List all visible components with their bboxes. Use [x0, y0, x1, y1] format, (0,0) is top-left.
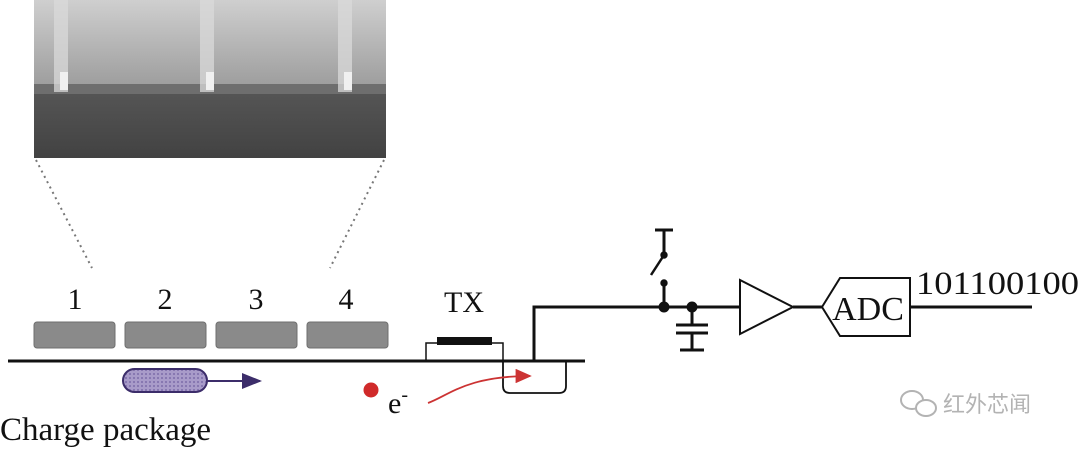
wechat-icon	[900, 390, 937, 417]
transfer-gate-label: TX	[444, 286, 484, 319]
reset-switch	[649, 228, 673, 313]
adc-block: ADC	[820, 277, 911, 337]
amplifier	[739, 278, 796, 336]
electron: e-	[363, 368, 532, 420]
sem-trench-features	[54, 0, 352, 92]
electron-path-arrow	[427, 368, 532, 404]
electrode-1	[33, 321, 116, 349]
adc-label: ADC	[832, 291, 904, 328]
electrode-labels: 1 2 3 4	[68, 283, 354, 316]
electron-dot	[363, 382, 379, 398]
sense-node-wire	[532, 305, 740, 361]
watermark: 红外芯闻	[900, 390, 1031, 418]
electron-label: e-	[388, 384, 408, 420]
zoom-lines	[35, 159, 385, 269]
transfer-gate: TX	[425, 286, 504, 361]
charge-package-label: Charge package	[0, 412, 211, 448]
electrode-2	[124, 321, 207, 349]
electrode-label-3: 3	[249, 283, 264, 316]
sem-micrograph	[34, 0, 386, 158]
transfer-gate-electrode	[437, 337, 492, 345]
electrode-label-2: 2	[158, 283, 173, 316]
charge-package-blob	[122, 368, 208, 393]
charge-package	[122, 368, 262, 393]
adc-output-code: 101100100	[916, 266, 1079, 302]
electrode-label-1: 1	[68, 283, 83, 316]
electrode-4	[306, 321, 389, 349]
floating-diffusion-well	[502, 361, 567, 394]
watermark-text: 红外芯闻	[943, 393, 1031, 418]
capacitor	[676, 301, 708, 352]
gate-electrodes	[33, 321, 389, 349]
electrode-3	[215, 321, 298, 349]
electrode-label-4: 4	[339, 283, 354, 316]
